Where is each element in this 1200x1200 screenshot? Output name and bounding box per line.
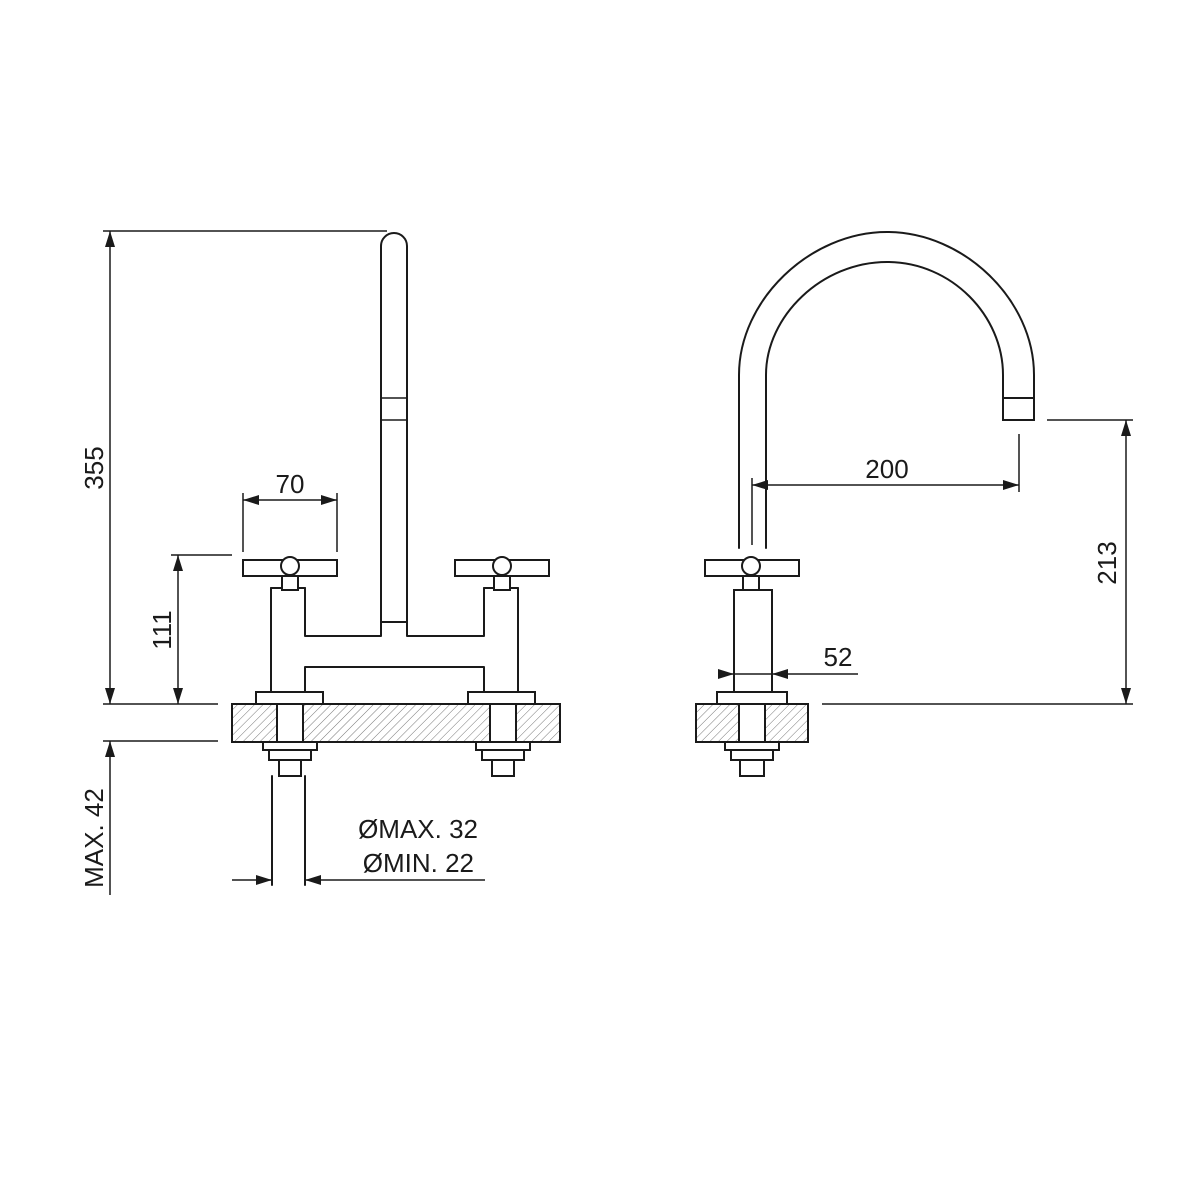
body-diameter-label: 52: [824, 642, 853, 672]
front-spout: [380, 232, 408, 628]
side-body: [733, 589, 773, 693]
spout-reach-label: 200: [865, 454, 908, 484]
left-shank: [262, 703, 318, 777]
right-cross-handle: [454, 556, 550, 591]
handle-width-label: 70: [276, 469, 305, 499]
spout-height-label: 213: [1092, 541, 1122, 584]
dimension-handle-height: 111: [147, 554, 232, 704]
dimension-total-height: 355: [79, 230, 387, 704]
dimension-body-diameter: 52: [718, 642, 858, 679]
dimension-spout-reach: 200: [751, 434, 1020, 545]
gooseneck-spout: [738, 231, 1035, 549]
side-view: [695, 231, 1035, 777]
handle-height-label: 111: [147, 610, 177, 650]
side-flange: [716, 691, 788, 705]
hole-min-label: ØMIN. 22: [363, 848, 474, 878]
dimension-max-thickness: MAX. 42: [79, 741, 115, 895]
dimension-hole-diameter: ØMAX. 32 ØMIN. 22: [232, 814, 485, 885]
dimension-spout-height: 213: [822, 419, 1133, 705]
front-bridge-body: [270, 587, 519, 693]
right-shank: [475, 703, 531, 777]
right-flange: [467, 691, 536, 705]
left-cross-handle: [242, 556, 338, 591]
hole-max-label: ØMAX. 32: [358, 814, 478, 844]
deck-reference-lines: [103, 703, 218, 742]
side-shank: [724, 703, 780, 777]
dimension-handle-width: 70: [242, 469, 338, 552]
side-cross-handle: [704, 556, 800, 591]
max-thickness-label: MAX. 42: [79, 788, 109, 888]
left-flange: [255, 691, 324, 705]
total-height-label: 355: [79, 446, 109, 489]
front-view: [231, 232, 561, 886]
